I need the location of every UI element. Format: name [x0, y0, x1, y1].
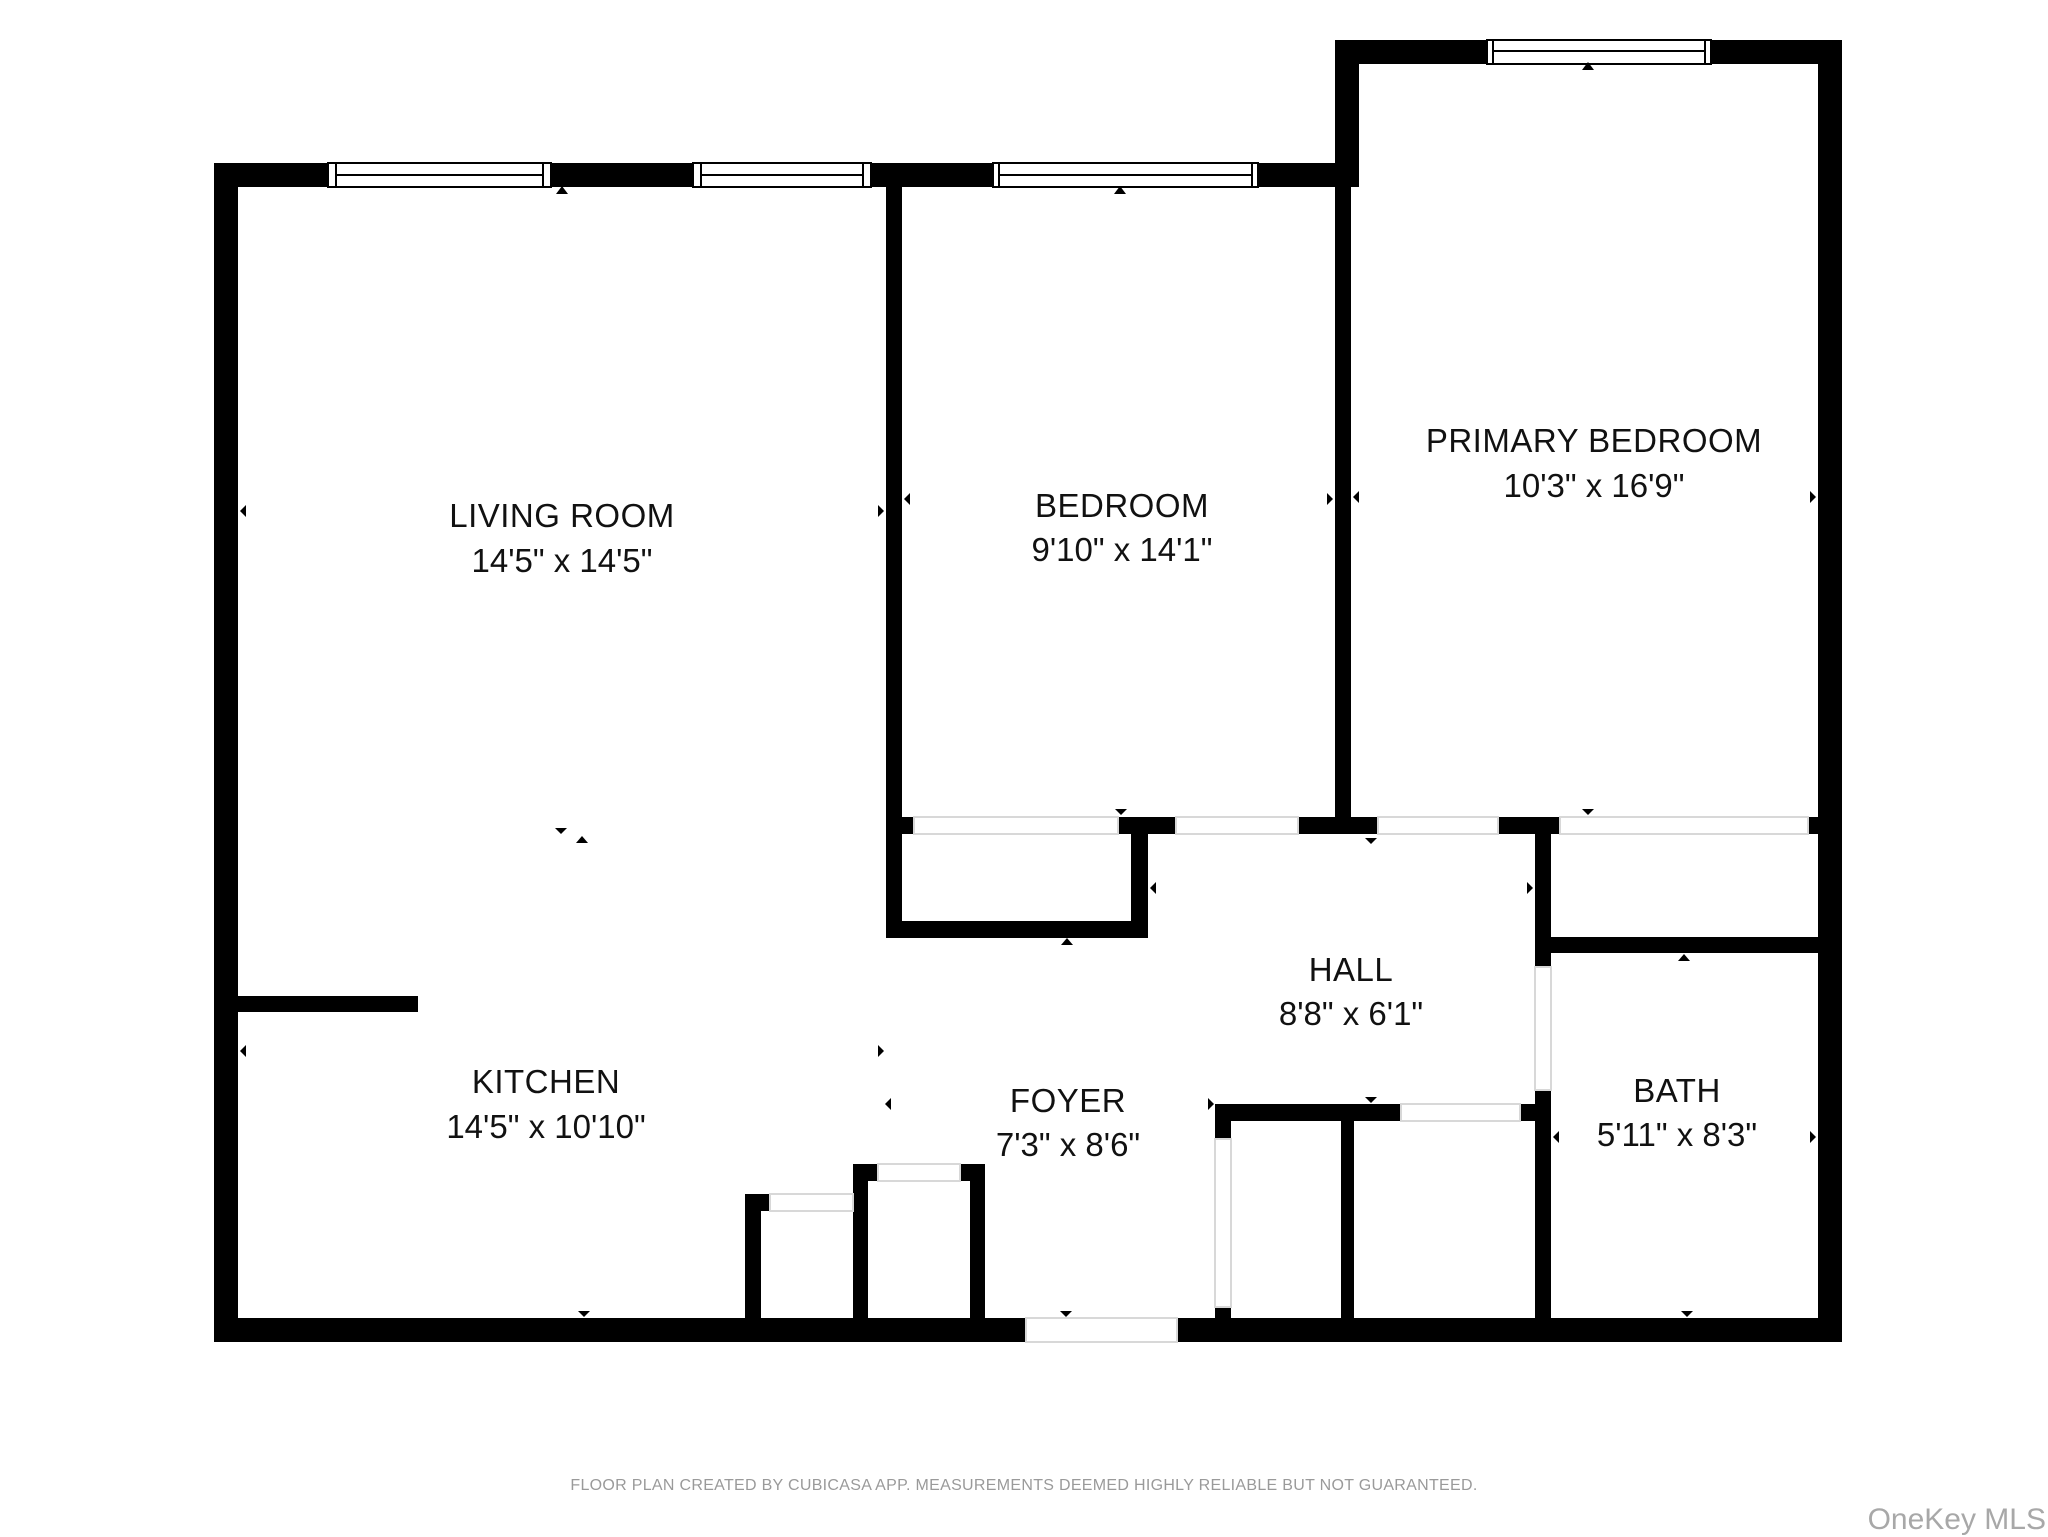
bedroom-window [992, 162, 1259, 188]
foyer-closet-opening [1214, 1138, 1232, 1308]
room-name: LIVING ROOM [449, 497, 675, 534]
room-hall: HALL 8'8" x 6'1" [1279, 951, 1423, 1032]
room-name: KITCHEN [472, 1063, 620, 1100]
hall-closet-opening [1175, 816, 1299, 835]
bath-door-opening [1534, 966, 1552, 1091]
room-name: BATH [1633, 1072, 1721, 1109]
room-dimensions: 9'10" x 14'1" [1032, 531, 1213, 568]
room-dimensions: 14'5" x 10'10" [446, 1108, 645, 1145]
room-foyer: FOYER 7'3" x 8'6" [996, 1082, 1140, 1163]
room-dimensions: 8'8" x 6'1" [1279, 995, 1423, 1032]
room-name: PRIMARY BEDROOM [1426, 422, 1762, 459]
lower-closet-opening [1400, 1103, 1521, 1122]
mls-watermark: OneKey MLS [1867, 1503, 2046, 1536]
primary-closet-opening [1559, 816, 1809, 835]
room-dimensions: 14'5" x 14'5" [472, 542, 653, 579]
room-dimensions: 10'3" x 16'9" [1504, 467, 1685, 504]
room-kitchen: KITCHEN 14'5" x 10'10" [446, 1063, 645, 1145]
openings [769, 816, 1809, 1343]
measurement-markers [240, 62, 1816, 1317]
bedroom-door-opening [913, 816, 1119, 835]
room-dimensions: 5'11" x 8'3" [1597, 1116, 1757, 1153]
disclaimer-text: FLOOR PLAN CREATED BY CUBICASA APP. MEAS… [570, 1477, 1478, 1494]
living-room-window-1 [327, 162, 552, 188]
pantry-opening [877, 1163, 961, 1182]
room-dimensions: 7'3" x 8'6" [996, 1126, 1140, 1163]
windows [327, 39, 1712, 188]
room-primary-bedroom: PRIMARY BEDROOM 10'3" x 16'9" [1426, 422, 1762, 504]
living-room-window-2 [692, 162, 872, 188]
entry-door-opening [1025, 1317, 1178, 1343]
primary-bedroom-window [1486, 39, 1712, 65]
room-name: BEDROOM [1035, 487, 1209, 524]
room-bath: BATH 5'11" x 8'3" [1597, 1072, 1757, 1153]
primary-bedroom-door-opening [1377, 816, 1499, 835]
room-bedroom: BEDROOM 9'10" x 14'1" [1032, 487, 1213, 568]
room-living-room: LIVING ROOM 14'5" x 14'5" [449, 497, 675, 579]
interior-walls [238, 175, 1820, 1321]
room-name: HALL [1309, 951, 1394, 988]
small-closet-opening [769, 1193, 854, 1212]
room-name: FOYER [1010, 1082, 1126, 1119]
